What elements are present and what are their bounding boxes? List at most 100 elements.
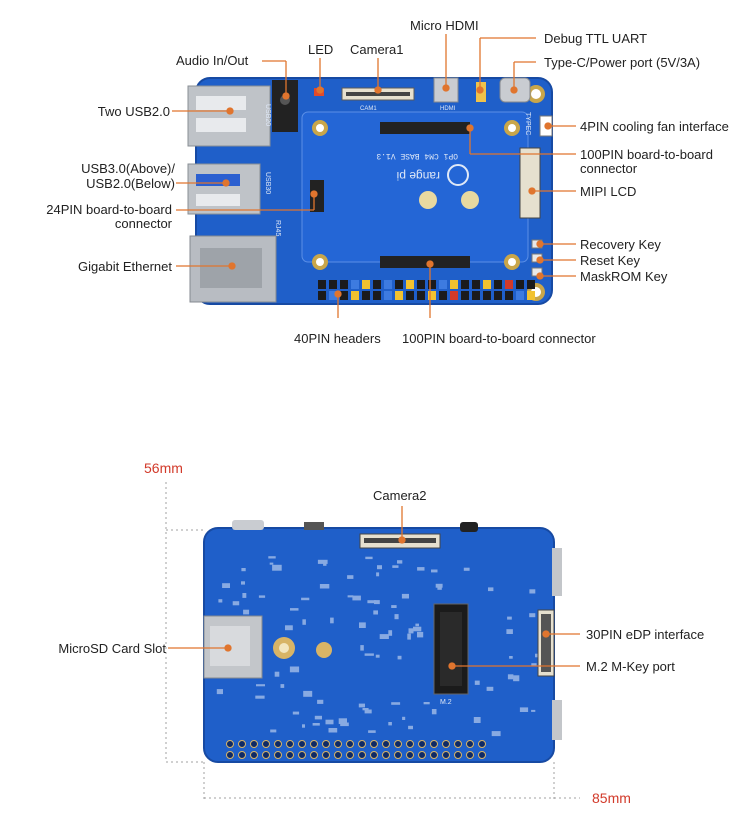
smd-component bbox=[340, 722, 349, 727]
smd-component bbox=[388, 630, 393, 636]
label-mipi-lcd: MIPI LCD bbox=[580, 184, 637, 199]
smd-component bbox=[258, 595, 266, 598]
label-b2b100-line2: connector bbox=[580, 161, 638, 176]
label-recovery: Recovery Key bbox=[580, 237, 661, 252]
label-audio: Audio In/Out bbox=[176, 53, 249, 68]
smd-component bbox=[417, 567, 425, 571]
smd-component bbox=[408, 628, 414, 634]
header-pad bbox=[262, 751, 270, 759]
smd-component bbox=[280, 684, 285, 688]
smd-component bbox=[216, 689, 223, 695]
label-b2b100-bottom: 100PIN board-to-board connector bbox=[402, 331, 596, 346]
header-pad bbox=[466, 751, 474, 759]
smd-component bbox=[243, 609, 250, 615]
header-pin bbox=[362, 280, 370, 289]
header-pad bbox=[262, 740, 270, 748]
header-pad bbox=[370, 751, 378, 759]
smd-component bbox=[272, 564, 282, 571]
smd-component bbox=[375, 654, 380, 658]
silk-hdmi: HDMI bbox=[440, 106, 456, 112]
header-pin bbox=[318, 291, 326, 300]
smd-component bbox=[413, 626, 422, 632]
smd-component bbox=[364, 653, 374, 656]
silk-m2: M.2 bbox=[440, 699, 452, 706]
smd-component bbox=[401, 593, 409, 599]
label-ethernet: Gigabit Ethernet bbox=[78, 259, 172, 274]
header-pad bbox=[346, 751, 354, 759]
smd-component bbox=[529, 589, 536, 594]
label-b2b100-line1: 100PIN board-to-board bbox=[580, 147, 713, 162]
header-pad bbox=[286, 751, 294, 759]
smd-component bbox=[374, 600, 380, 605]
smd-component bbox=[256, 684, 265, 687]
header-pad bbox=[454, 740, 462, 748]
smd-component bbox=[377, 565, 382, 570]
header-pin bbox=[516, 291, 524, 300]
header-pad bbox=[478, 751, 486, 759]
header-pin bbox=[351, 280, 359, 289]
label-microsd: MicroSD Card Slot bbox=[58, 641, 166, 656]
smd-component bbox=[431, 709, 437, 715]
smd-component bbox=[222, 583, 230, 588]
smd-component bbox=[328, 728, 338, 733]
usb2-ports bbox=[187, 85, 271, 147]
header-pad bbox=[394, 740, 402, 748]
smd-component bbox=[285, 625, 293, 631]
header-pad bbox=[310, 740, 318, 748]
header-pad bbox=[418, 751, 426, 759]
header-pad bbox=[478, 740, 486, 748]
smd-component bbox=[317, 559, 328, 564]
b2b-connector-bottom bbox=[380, 256, 470, 268]
bottom-board: M.2 bbox=[203, 520, 562, 763]
smd-component bbox=[397, 560, 403, 564]
header-pad bbox=[250, 751, 258, 759]
smd-component bbox=[347, 595, 354, 598]
header-pad bbox=[298, 740, 306, 748]
header-pad bbox=[286, 740, 294, 748]
smd-component bbox=[362, 708, 369, 711]
smd-component bbox=[367, 600, 376, 604]
smd-component bbox=[338, 718, 347, 724]
header-pad bbox=[430, 751, 438, 759]
header-pad bbox=[226, 751, 234, 759]
header-pin bbox=[472, 280, 480, 289]
header-pad bbox=[238, 751, 246, 759]
smd-component bbox=[330, 617, 334, 624]
smd-component bbox=[364, 709, 372, 714]
header-pad bbox=[226, 740, 234, 748]
header-pin bbox=[439, 291, 447, 300]
top-board: range pi OPi CM4 BASE V1.3 RJ45 USB20 US… bbox=[187, 77, 553, 305]
smd-component bbox=[242, 593, 247, 598]
header-pad bbox=[442, 751, 450, 759]
smd-component bbox=[325, 719, 334, 725]
silk-rj45: RJ45 bbox=[274, 220, 281, 236]
smd-component bbox=[270, 729, 277, 733]
header-pin bbox=[450, 291, 458, 300]
brand-logo-icon bbox=[447, 164, 469, 186]
smd-component bbox=[347, 575, 354, 579]
label-camera2: Camera2 bbox=[373, 488, 427, 503]
label-b2b24-line1: 24PIN board-to-board bbox=[46, 202, 172, 217]
smd-component bbox=[359, 622, 366, 628]
header-pad bbox=[322, 751, 330, 759]
header-pin bbox=[329, 280, 337, 289]
header-pad bbox=[358, 751, 366, 759]
header-pad bbox=[442, 740, 450, 748]
header-pin bbox=[483, 291, 491, 300]
header-pin bbox=[362, 291, 370, 300]
smd-component bbox=[391, 702, 401, 705]
header-pin bbox=[505, 280, 513, 289]
smd-component bbox=[301, 597, 310, 601]
header-pin bbox=[483, 280, 491, 289]
header-pad bbox=[370, 740, 378, 748]
label-edp: 30PIN eDP interface bbox=[586, 627, 705, 642]
label-micro-hdmi: Micro HDMI bbox=[410, 18, 479, 33]
smd-component bbox=[417, 631, 424, 638]
label-m2: M.2 M-Key port bbox=[586, 659, 675, 674]
header-pin bbox=[428, 291, 436, 300]
smd-component bbox=[303, 690, 313, 697]
smd-component bbox=[513, 675, 520, 682]
b2b-connector-top bbox=[380, 122, 470, 134]
label-usb3-line2: USB2.0(Below) bbox=[86, 176, 175, 191]
header-pin bbox=[516, 280, 524, 289]
